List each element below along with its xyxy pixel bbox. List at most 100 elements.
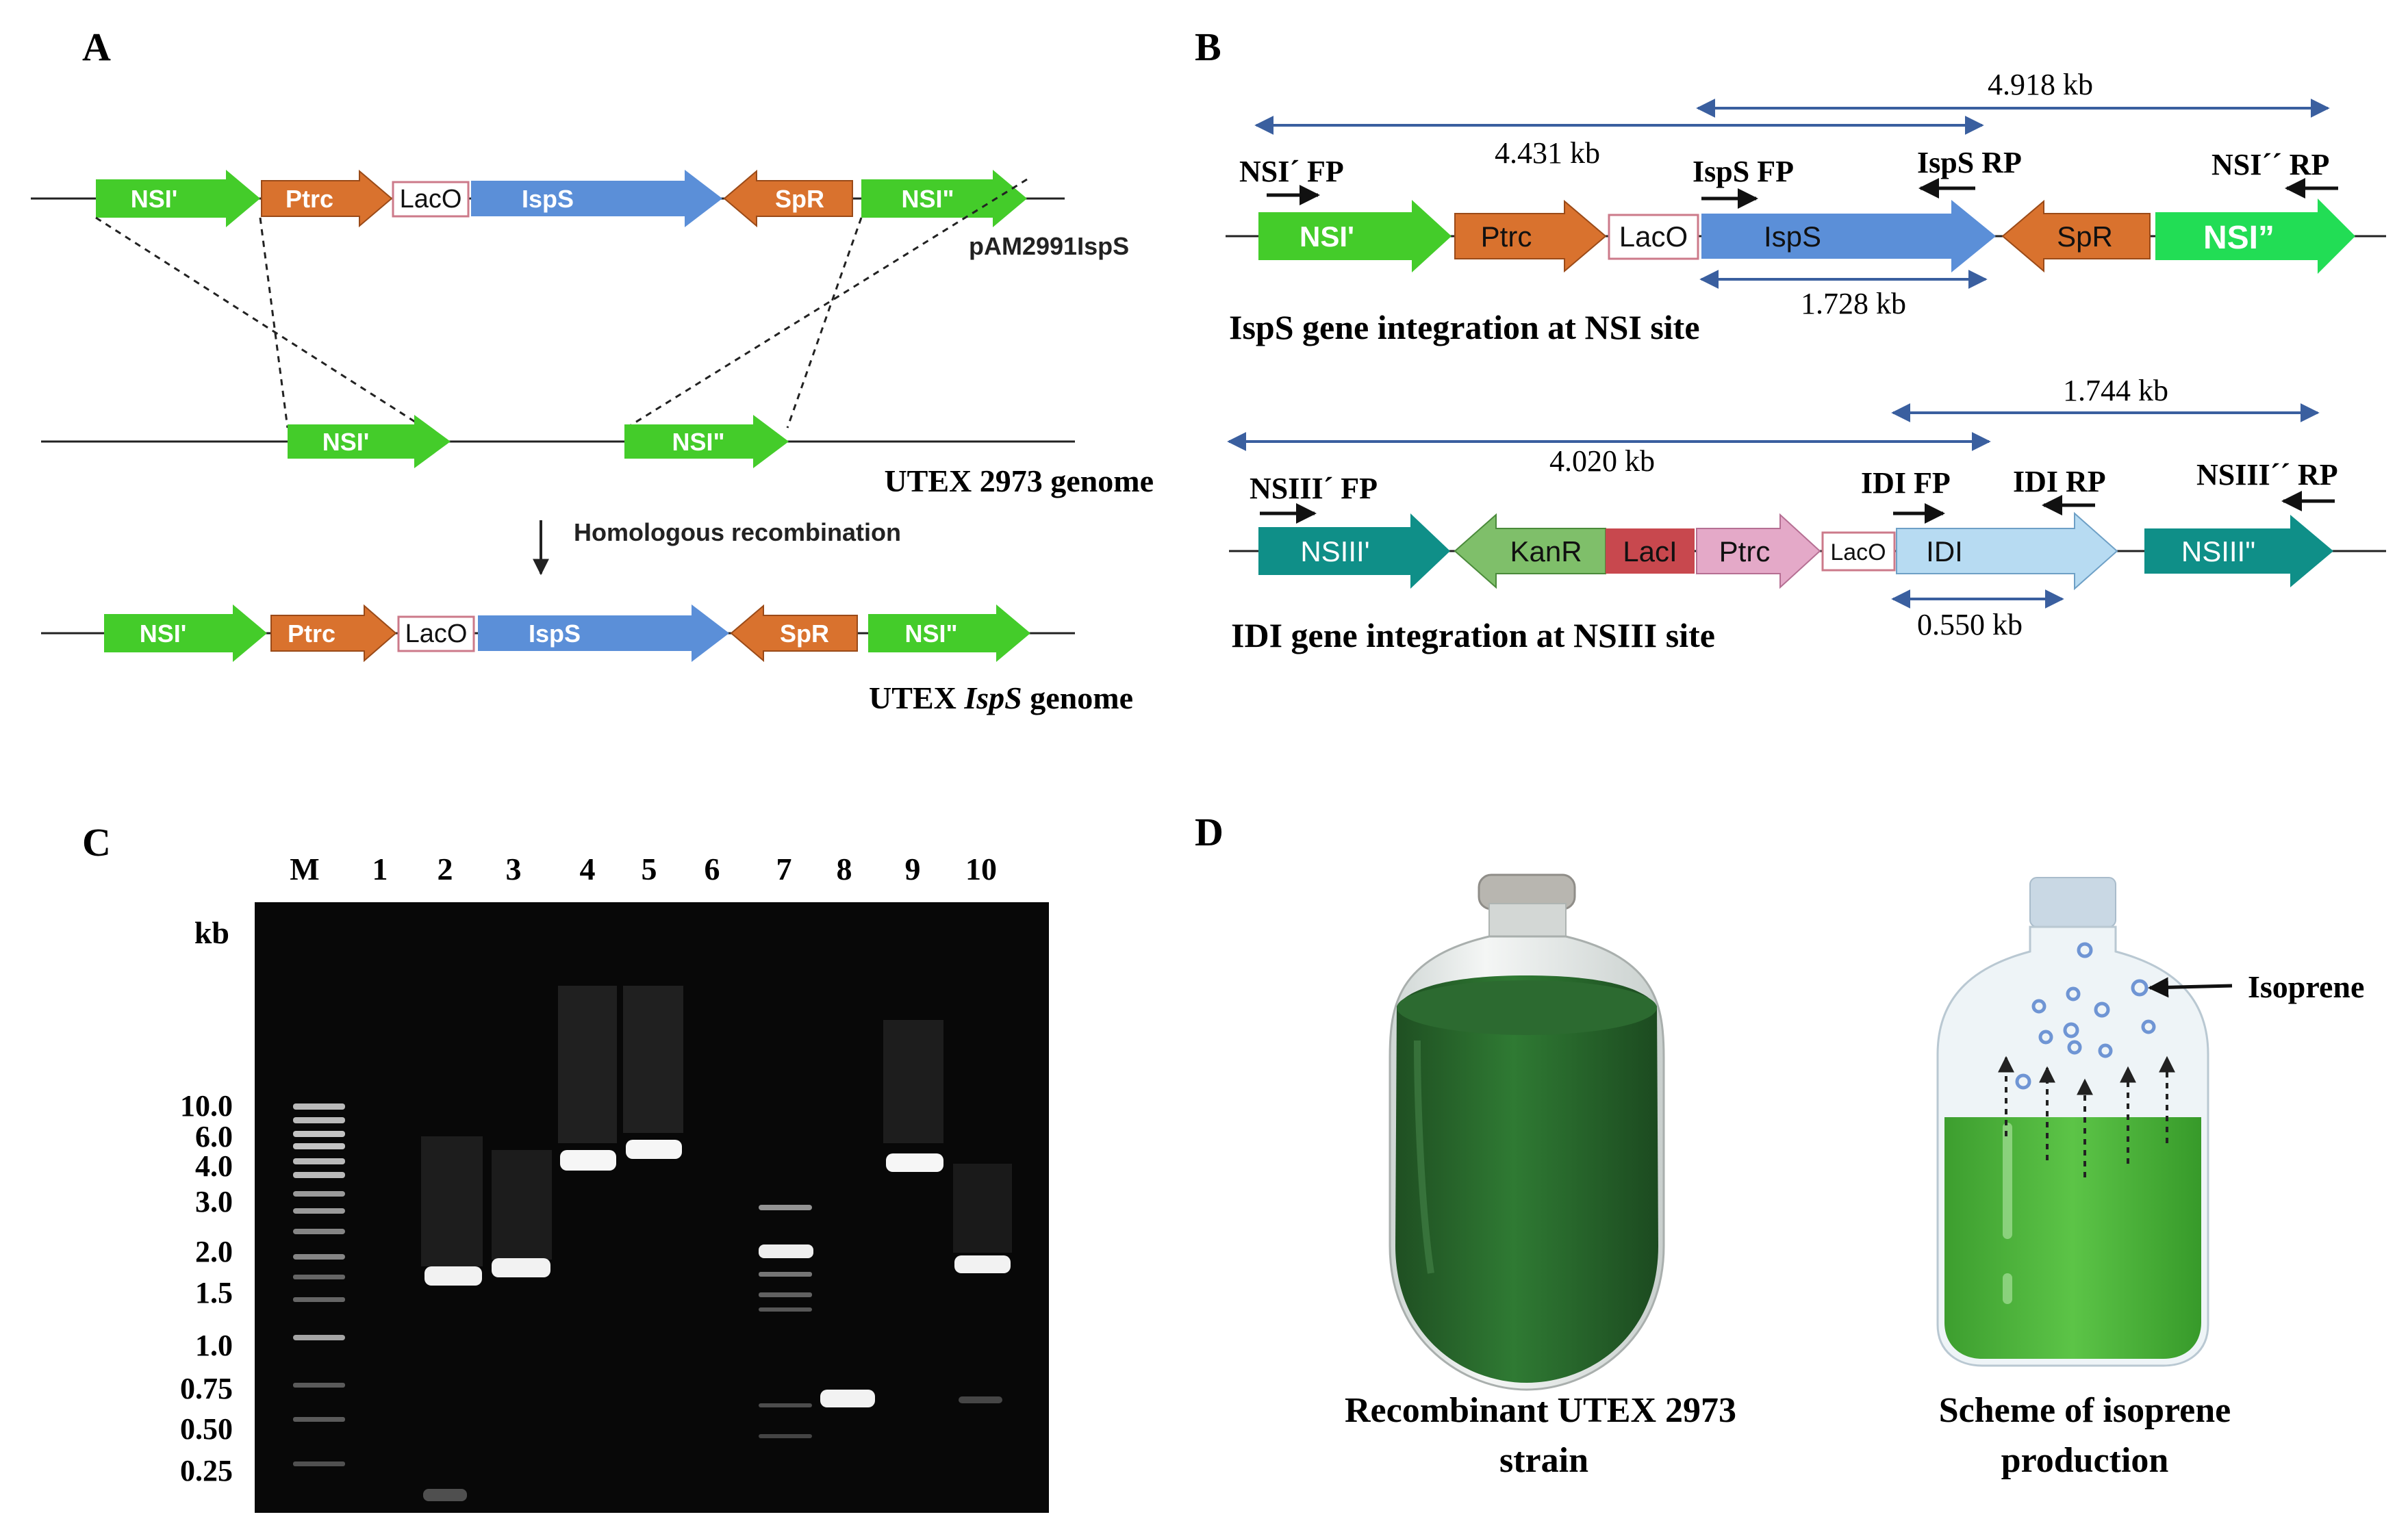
genome-gene-nsi2-label: NSI" <box>672 428 724 456</box>
b-top-gene-ptrc-label: Ptrc <box>1481 220 1532 253</box>
b-top-gene-isps-label: IspS <box>1764 220 1821 253</box>
b-bot-gene-ptrc: Ptrc <box>1696 513 1821 589</box>
lane-label-10: 10 <box>965 852 997 886</box>
result-gene-isps: IspS <box>478 604 729 662</box>
genome-gene-nsi1-label: NSI' <box>322 428 370 456</box>
primer-nsiii2-rp: NSIII´´ RP <box>2196 458 2338 491</box>
plasmid-gene-ptrc: Ptrc <box>261 169 393 228</box>
lane-label-8: 8 <box>837 852 852 886</box>
plasmid-gene-isps: IspS <box>471 170 722 227</box>
marker-label-4: 4.0 <box>195 1149 233 1183</box>
b-top-gene-nsi2: NSI” <box>2155 199 2355 274</box>
idi-integration-map: 1.744 kb 4.020 kb NSIII´ FP IDI FP IDI R… <box>1227 374 2386 654</box>
result-gene-spr-label: SpR <box>780 620 829 648</box>
sample-bands <box>421 986 1012 1501</box>
plasmid-gene-nsi1-label: NSI' <box>131 185 178 213</box>
marker-label-3: 3.0 <box>195 1185 233 1218</box>
len-4020-label: 4.020 kb <box>1549 444 1655 478</box>
lane-label-7: 7 <box>776 852 792 886</box>
lane-label-3: 3 <box>506 852 522 886</box>
b-top-gene-spr-label: SpR <box>2057 220 2113 253</box>
len-1728-label: 1.728 kb <box>1801 287 1906 320</box>
b-bot-caption: IDI gene integration at NSIII site <box>1231 616 1715 654</box>
plasmid-construct: NSI' Ptrc LacO IspS SpR NSI" pAM2991IspS <box>31 169 1129 260</box>
result-genome-name: UTEX IspS genome <box>869 680 1133 715</box>
result-gene-spr: SpR <box>730 604 858 663</box>
b-top-gene-nsi1-label: NSI' <box>1300 220 1354 253</box>
scheme-caption-line1: Scheme of isoprene <box>1939 1391 2231 1430</box>
wildtype-genome: NSI' NSI" UTEX 2973 genome <box>41 415 1154 498</box>
recombination-step: Homologous recombination <box>533 518 901 576</box>
primer-idi-fp: IDI FP <box>1861 466 1951 500</box>
b-bot-gene-laco-label: LacO <box>1830 539 1886 565</box>
b-top-gene-nsi2-label: NSI” <box>2203 220 2274 256</box>
plasmid-gene-nsi2-label: NSI" <box>901 185 954 213</box>
photo-caption-line1: Recombinant UTEX 2973 <box>1345 1391 1736 1430</box>
lane-label-5: 5 <box>642 852 657 886</box>
b-bot-gene-idi-label: IDI <box>1926 535 1963 567</box>
lane-label-4: 4 <box>580 852 596 886</box>
b-bot-gene-laci-label: LacI <box>1623 535 1677 567</box>
plasmid-name: pAM2991IspS <box>969 232 1129 260</box>
plasmid-gene-ptrc-label: Ptrc <box>286 185 333 213</box>
panel-c-letter: C <box>82 820 111 865</box>
result-name-suffix: genome <box>1022 680 1133 715</box>
result-name-prefix: UTEX <box>869 680 964 715</box>
b-top-gene-spr: SpR <box>2001 199 2151 273</box>
lane-labels: M 1 2 3 4 5 6 7 8 9 10 <box>290 852 997 886</box>
gel-unit-label: kb <box>194 915 229 950</box>
isoprene-bubbles <box>2015 942 2156 1090</box>
marker-labels: 10.0 6.0 4.0 3.0 2.0 1.5 1.0 0.75 0.50 0… <box>180 1089 233 1488</box>
marker-label-075: 0.75 <box>180 1372 233 1405</box>
marker-label-025: 0.25 <box>180 1454 233 1488</box>
genome-name: UTEX 2973 genome <box>884 463 1154 498</box>
b-bot-gene-nsiii1-label: NSIII' <box>1300 535 1369 567</box>
result-gene-nsi1: NSI' <box>104 604 267 662</box>
scheme-caption-line2: production <box>2001 1441 2169 1480</box>
b-bot-gene-idi: IDI <box>1896 511 2118 591</box>
result-gene-ptrc: Ptrc <box>270 604 397 663</box>
culture-bottle-photo <box>1389 873 1665 1391</box>
primer-nsiii-fp: NSIII´ FP <box>1250 472 1378 505</box>
b-bot-gene-kanr-label: KanR <box>1510 535 1582 567</box>
plasmid-gene-nsi2: NSI" <box>861 170 1027 227</box>
b-bot-gene-ptrc-label: Ptrc <box>1719 535 1771 567</box>
b-bot-gene-nsiii2-label: NSIII" <box>2181 535 2255 567</box>
len-4918-label: 4.918 kb <box>1988 68 2093 101</box>
primer-idi-rp: IDI RP <box>2013 465 2106 498</box>
ladder-bands <box>293 1103 345 1466</box>
release-arrows <box>1998 1056 2175 1177</box>
plasmid-gene-nsi1: NSI' <box>96 170 260 227</box>
isoprene-scheme: Isoprene <box>1936 877 2364 1367</box>
b-bot-gene-kanr: KanR <box>1454 513 1606 589</box>
result-gene-isps-label: IspS <box>529 620 581 648</box>
primer-isps-rp: IspS RP <box>1917 146 2022 179</box>
b-bot-gene-nsiii2: NSIII" <box>2144 515 2333 587</box>
marker-label-6: 6.0 <box>195 1120 233 1153</box>
lane-label-m: M <box>290 852 319 886</box>
recombination-label: Homologous recombination <box>574 518 901 546</box>
gel-image <box>255 902 1049 1513</box>
b-top-gene-nsi1: NSI' <box>1258 200 1452 272</box>
lane-label-1: 1 <box>372 852 388 886</box>
genome-gene-nsi2: NSI" <box>624 415 789 468</box>
primer-nsi-fp: NSI´ FP <box>1239 155 1344 188</box>
primer-isps-fp: IspS FP <box>1693 155 1794 188</box>
b-bot-gene-laco: LacO <box>1821 531 1896 572</box>
lane-label-2: 2 <box>438 852 453 886</box>
marker-label-15: 1.5 <box>195 1276 233 1310</box>
isoprene-pointer <box>2148 977 2233 998</box>
isoprene-label: Isoprene <box>2248 969 2364 1004</box>
panel-b-letter: B <box>1195 25 1221 69</box>
plasmid-gene-spr: SpR <box>723 169 853 228</box>
genome-gene-nsi1: NSI' <box>288 415 451 468</box>
lane-label-6: 6 <box>705 852 720 886</box>
crossover-lines <box>95 178 1028 429</box>
result-gene-laco: LacO <box>397 615 475 652</box>
isps-integration-map: 4.918 kb 4.431 kb NSI´ FP IspS FP IspS R… <box>1226 68 2386 346</box>
panel-d-letter: D <box>1195 810 1224 854</box>
photo-caption-line2: strain <box>1499 1441 1588 1480</box>
marker-label-1: 1.0 <box>195 1329 233 1362</box>
primer-nsi2-rp: NSI´´ RP <box>2211 148 2329 181</box>
